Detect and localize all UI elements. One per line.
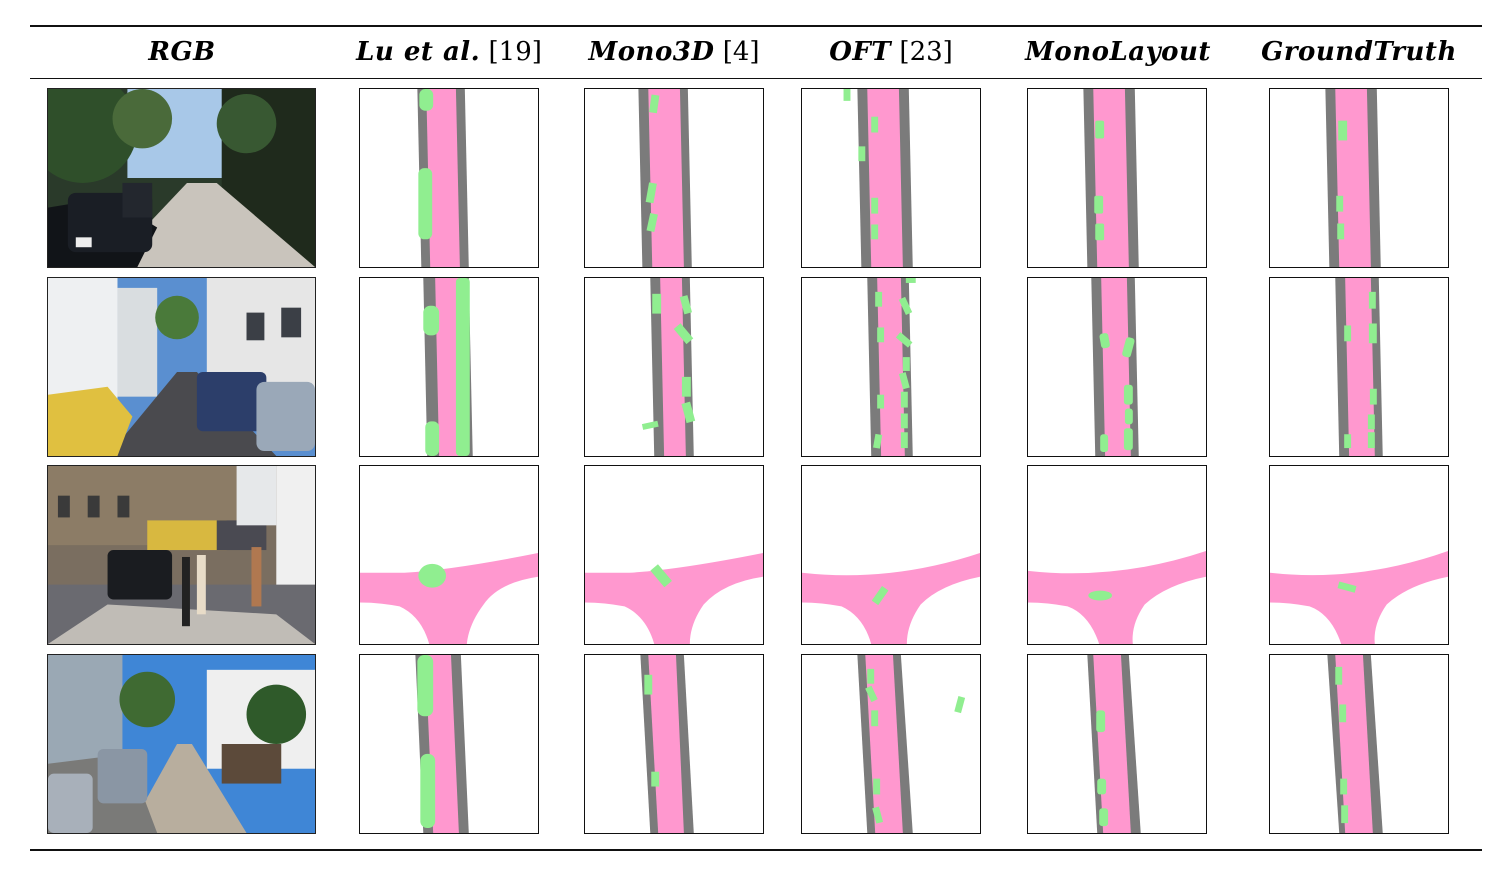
bev-lu-row-4 <box>359 654 539 834</box>
rgb-photo-row-3 <box>47 465 316 645</box>
rgb-photo-row-2 <box>47 277 316 457</box>
rgb-photo-row-4 <box>47 654 316 834</box>
bev-lu-row-1 <box>359 88 539 268</box>
bev-lu-row-3 <box>359 465 539 645</box>
column-header-ref: [23] <box>899 37 953 67</box>
bev-monolayout-row-2 <box>1027 277 1207 457</box>
table-top-rule <box>30 25 1482 27</box>
column-header-ref: [4] <box>722 37 760 67</box>
bev-mono3d-row-2 <box>584 277 764 457</box>
bev-monolayout-row-1 <box>1027 88 1207 268</box>
bev-lu-row-2 <box>359 277 539 457</box>
table-header-rule <box>30 78 1482 80</box>
rgb-photo-row-1 <box>47 88 316 268</box>
column-header-rgb: RGB <box>148 30 215 74</box>
bev-monolayout-row-4 <box>1027 654 1207 834</box>
column-header-oft: OFT [23] <box>829 30 953 74</box>
column-header-monolayout: MonoLayout <box>1025 30 1211 74</box>
column-header-name: MonoLayout <box>1025 37 1211 67</box>
bev-groundtruth-row-2 <box>1269 277 1449 457</box>
bev-mono3d-row-3 <box>584 465 764 645</box>
bev-groundtruth-row-1 <box>1269 88 1449 268</box>
column-header-mono3d: Mono3D [4] <box>588 30 759 74</box>
column-header-name: Mono3D <box>588 37 715 67</box>
column-header-groundtruth: GroundTruth <box>1261 30 1457 74</box>
bev-groundtruth-row-3 <box>1269 465 1449 645</box>
bev-monolayout-row-3 <box>1027 465 1207 645</box>
table-bottom-rule <box>30 849 1482 851</box>
bev-oft-row-2 <box>801 277 981 457</box>
bev-mono3d-row-4 <box>584 654 764 834</box>
column-header-name: RGB <box>148 37 216 67</box>
column-header-name: GroundTruth <box>1261 37 1457 67</box>
bev-groundtruth-row-4 <box>1269 654 1449 834</box>
bev-oft-row-3 <box>801 465 981 645</box>
column-header-name: Lu et al. <box>356 37 481 67</box>
bev-mono3d-row-1 <box>584 88 764 268</box>
column-header-name: OFT <box>829 37 892 67</box>
column-header-lu: Lu et al. [19] <box>356 30 542 74</box>
column-header-ref: [19] <box>488 37 542 67</box>
bev-oft-row-4 <box>801 654 981 834</box>
bev-oft-row-1 <box>801 88 981 268</box>
